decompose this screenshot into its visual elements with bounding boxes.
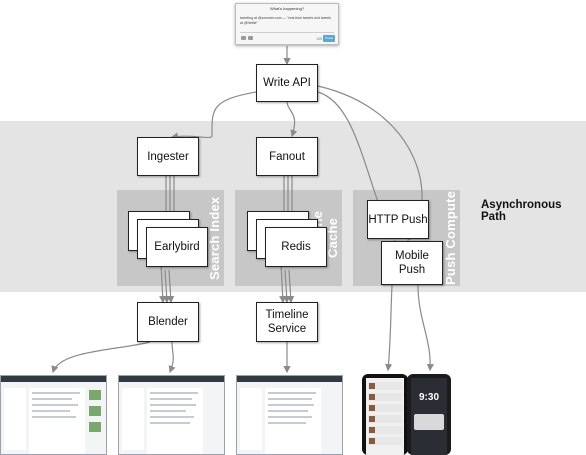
arrow-redis-to-timeline-1 <box>279 263 287 304</box>
arrow-earlybird-to-blender-2 <box>163 269 171 304</box>
tweet-box-text: tweeting at @sorcerer.com — "real-time t… <box>240 16 331 25</box>
tweet-char-count: 105 <box>316 37 322 41</box>
timeline-service-node: Timeline Service <box>256 302 318 342</box>
tweet-compose-box: What's happening? tweeting at @sorcerer.… <box>235 3 339 45</box>
location-icon <box>248 36 253 40</box>
ingester-node: Ingester <box>137 137 199 176</box>
mobile-push-node: Mobile Push <box>381 241 443 285</box>
web-screenshot-search <box>0 375 107 455</box>
arrow-redis-to-timeline-2 <box>283 269 291 304</box>
redis-node: Redis <box>265 227 327 267</box>
web-screenshot-discover <box>118 375 225 455</box>
push-notification-banner <box>414 414 444 430</box>
arrow-writeapi-to-httppush <box>317 91 382 210</box>
tweet-box-divider <box>240 32 334 33</box>
write-api-node: Write API <box>256 64 318 102</box>
phone-lock-screen: 9:30 <box>407 374 451 455</box>
http-push-node: HTTP Push <box>367 200 429 239</box>
web-screenshot-timeline <box>236 375 343 455</box>
arrow-earlybird-to-blender-3 <box>167 269 175 304</box>
asynchronous-path-label: Asynchronous Path <box>481 199 562 223</box>
phone-tweet-list <box>362 374 408 455</box>
earlybird-node: Earlybird <box>146 227 208 267</box>
tweet-button[interactable]: Tweet <box>323 35 335 42</box>
arrow-blender-to-shot2 <box>168 341 176 374</box>
blender-node: Blender <box>137 302 199 342</box>
photo-icon <box>241 36 246 40</box>
arrow-blender-to-shot1 <box>51 341 151 374</box>
arrow-writeapi-to-fanout <box>286 100 298 138</box>
tweet-box-title: What's happening? <box>269 6 305 11</box>
arrow-redis-to-timeline-3 <box>287 269 295 304</box>
arrow-writeapi-to-ingester <box>170 91 257 140</box>
arrow-earlybird-to-blender-1 <box>159 263 167 304</box>
fanout-node: Fanout <box>256 137 318 176</box>
arrow-mobilepush-to-phone2 <box>417 284 434 372</box>
phone-lock-time: 9:30 <box>418 392 439 403</box>
